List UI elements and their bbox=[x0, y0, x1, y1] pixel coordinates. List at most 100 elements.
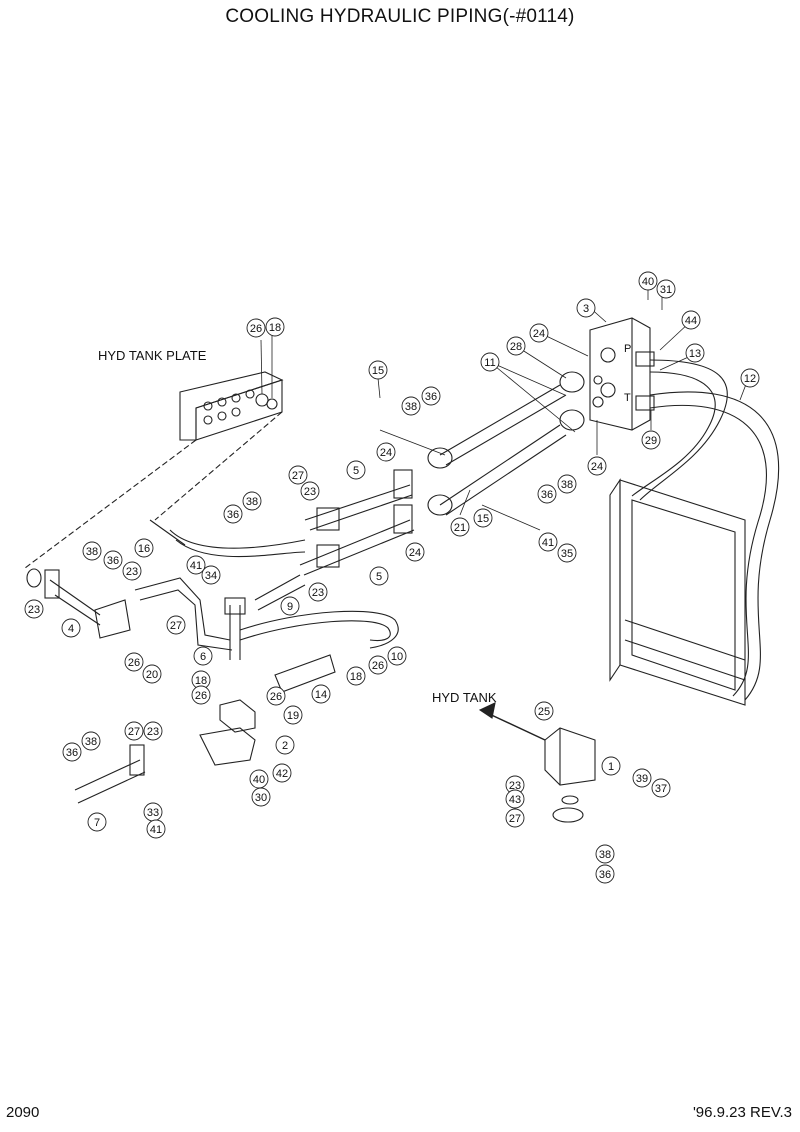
port-t-letter: T bbox=[624, 392, 631, 404]
hyd-tank-adapter-drawing bbox=[478, 702, 596, 823]
callout-circle bbox=[275, 735, 295, 755]
callout-number: 5 bbox=[353, 465, 359, 477]
callout-circle bbox=[193, 646, 213, 666]
callout-number: 37 bbox=[655, 783, 667, 795]
callout-circle bbox=[24, 599, 44, 619]
callout-circle bbox=[246, 318, 266, 338]
callout-circle bbox=[641, 430, 661, 450]
hyd-tank-plate-label: HYD TANK PLATE bbox=[98, 348, 207, 363]
callout-circle bbox=[557, 543, 577, 563]
callout-circle bbox=[62, 742, 82, 762]
callout-circle bbox=[166, 615, 186, 635]
callout-circle bbox=[223, 504, 243, 524]
callout-circle bbox=[61, 618, 81, 638]
callout-number: 25 bbox=[538, 706, 550, 718]
callout-circle bbox=[506, 336, 526, 356]
callout-number: 26 bbox=[195, 690, 207, 702]
callout-number: 23 bbox=[28, 604, 40, 616]
callout-number: 15 bbox=[372, 365, 384, 377]
callout-circle bbox=[537, 484, 557, 504]
callout-number: 2 bbox=[282, 740, 288, 752]
callout-circle bbox=[740, 368, 760, 388]
callout-number: 44 bbox=[685, 315, 697, 327]
callout-number: 26 bbox=[372, 660, 384, 672]
callout-circle bbox=[376, 442, 396, 462]
callout-circle bbox=[186, 555, 206, 575]
callout-number: 27 bbox=[292, 470, 304, 482]
adapter-14-drawing bbox=[199, 654, 336, 766]
callout-number: 42 bbox=[276, 768, 288, 780]
callout-circle bbox=[103, 550, 123, 570]
pipe-10-drawing bbox=[224, 597, 399, 660]
callout-number: 3 bbox=[583, 303, 589, 315]
callout-number: 11 bbox=[484, 357, 495, 369]
callout-number: 27 bbox=[509, 813, 521, 825]
callout-number: 12 bbox=[744, 373, 756, 385]
callout-number: 15 bbox=[477, 513, 489, 525]
callout-circle bbox=[401, 396, 421, 416]
callout-number: 24 bbox=[409, 547, 421, 559]
callout-number: 18 bbox=[269, 322, 281, 334]
callout-circle bbox=[191, 685, 211, 705]
pipe-9-16-drawing bbox=[134, 519, 306, 651]
hose-11-drawing bbox=[427, 371, 585, 516]
callout-circle bbox=[387, 646, 407, 666]
callout-circle bbox=[87, 812, 107, 832]
callout-number: 36 bbox=[599, 869, 611, 881]
callout-circle bbox=[576, 298, 596, 318]
callout-number: 38 bbox=[85, 736, 97, 748]
callout-number: 23 bbox=[312, 587, 324, 599]
callout-number: 36 bbox=[227, 509, 239, 521]
cooler-hoses-drawing bbox=[631, 351, 780, 701]
port-p-letter: P bbox=[624, 343, 631, 355]
callout-circle bbox=[656, 279, 676, 299]
callout-number: 29 bbox=[645, 435, 657, 447]
callout-number: 36 bbox=[541, 489, 553, 501]
callout-number: 10 bbox=[391, 651, 403, 663]
callout-number: 36 bbox=[66, 747, 78, 759]
callout-number: 18 bbox=[350, 671, 362, 683]
callout-number: 13 bbox=[689, 348, 701, 360]
callout-circle bbox=[280, 596, 300, 616]
callout-circle bbox=[595, 864, 615, 884]
callout-number: 39 bbox=[636, 773, 648, 785]
callout-circle bbox=[265, 317, 285, 337]
pipe-4-drawing bbox=[26, 568, 131, 639]
callout-circle bbox=[685, 343, 705, 363]
callout-number: 38 bbox=[599, 849, 611, 861]
callout-number: 41 bbox=[190, 560, 202, 572]
callout-number: 35 bbox=[561, 548, 573, 560]
callout-number: 19 bbox=[287, 710, 299, 722]
callout-number: 41 bbox=[150, 824, 162, 836]
callout-number: 23 bbox=[304, 486, 316, 498]
callout-circle bbox=[505, 789, 525, 809]
callout-circle bbox=[601, 756, 621, 776]
callout-circle bbox=[421, 386, 441, 406]
callout-number: 21 bbox=[454, 522, 466, 534]
callout-circle bbox=[81, 731, 101, 751]
callout-circle bbox=[638, 271, 658, 291]
pipe-5-drawing bbox=[299, 469, 415, 576]
callout-number: 24 bbox=[591, 461, 603, 473]
callout-number: 20 bbox=[146, 669, 158, 681]
callout-circle bbox=[283, 705, 303, 725]
callout-number: 26 bbox=[128, 657, 140, 669]
callout-circle bbox=[557, 474, 577, 494]
callout-number: 36 bbox=[425, 391, 437, 403]
page-title: COOLING HYDRAULIC PIPING(-#0114) bbox=[225, 6, 575, 27]
callout-number: 38 bbox=[405, 401, 417, 413]
callout-circle bbox=[450, 517, 470, 537]
callout-circle bbox=[473, 508, 493, 528]
callout-number: 26 bbox=[270, 691, 282, 703]
callout-circle bbox=[272, 763, 292, 783]
callout-circle bbox=[124, 652, 144, 672]
callout-number: 38 bbox=[561, 479, 573, 491]
callout-number: 30 bbox=[255, 792, 267, 804]
callout-number: 38 bbox=[246, 496, 258, 508]
callout-number: 27 bbox=[128, 726, 140, 738]
callout-circle bbox=[651, 778, 671, 798]
callout-circle bbox=[201, 565, 221, 585]
callout-circle bbox=[266, 686, 286, 706]
callout-circle bbox=[369, 566, 389, 586]
callout-number: 23 bbox=[147, 726, 159, 738]
